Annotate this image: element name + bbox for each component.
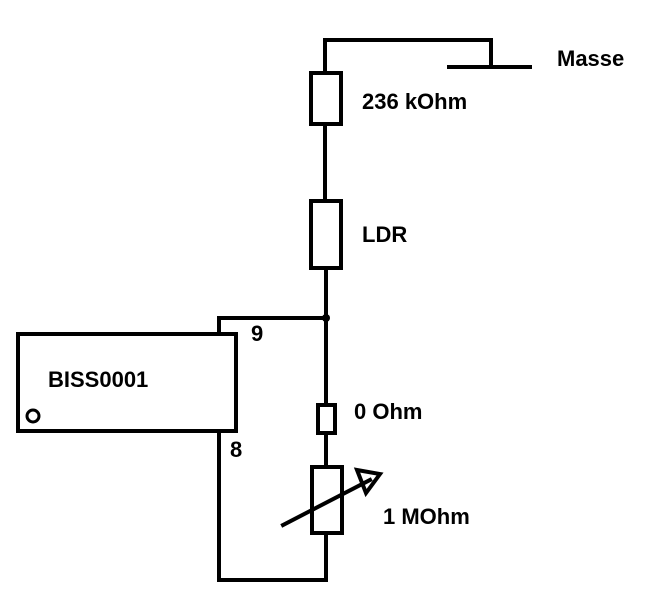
potentiometer-label: 1 MOhm (383, 504, 470, 529)
resistor-236k-label: 236 kOhm (362, 89, 467, 114)
wire-pin9 (217, 316, 328, 336)
resistor-0ohm (316, 403, 337, 435)
ic-biss0001 (16, 332, 238, 433)
ground-connection (323, 38, 532, 72)
pin8-label: 8 (230, 437, 242, 462)
resistor-0ohm-label: 0 Ohm (354, 399, 422, 424)
ldr (309, 199, 343, 270)
ground-label: Masse (557, 46, 624, 71)
ldr-label: LDR (362, 222, 407, 247)
resistor-236k (309, 71, 343, 126)
ic-pin1-marker (25, 408, 41, 424)
wire-pin8-return (217, 429, 328, 582)
pin9-label: 9 (251, 321, 263, 346)
ic-label: BISS0001 (48, 367, 148, 392)
potentiometer-arrow (280, 467, 384, 528)
